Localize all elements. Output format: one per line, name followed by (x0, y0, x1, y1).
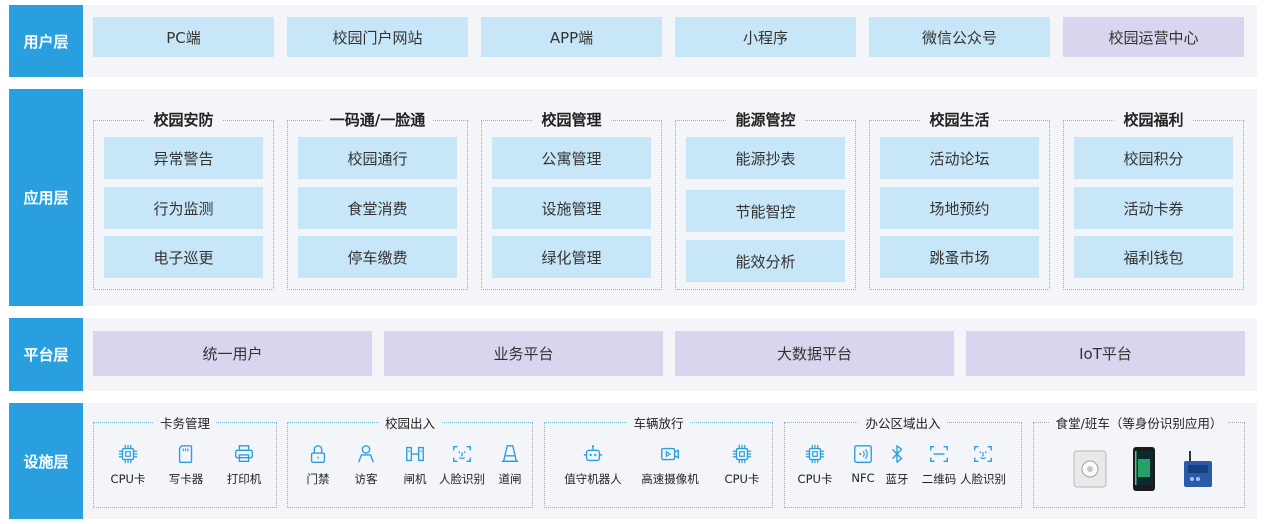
app-group-title-text: 校园生活 (921, 111, 997, 129)
app-item: 福利钱包 (1074, 236, 1233, 278)
printer-icon (212, 443, 276, 465)
device-label: 值守机器人 (561, 471, 625, 487)
device-label: CPU卡 (710, 471, 774, 487)
chip-icon (710, 443, 774, 465)
user-portal: 校园门户网站 (287, 17, 468, 57)
platform-unified-user: 统一用户 (93, 331, 372, 376)
sd-card-icon (154, 443, 218, 465)
app-item: 公寓管理 (492, 137, 651, 179)
app-group-title-text: 校园安防 (145, 111, 221, 129)
infra-group-title: 校园出入 (288, 413, 532, 432)
infra-group-title: 卡务管理 (94, 413, 276, 432)
app-item: 设施管理 (492, 187, 651, 229)
app-group-life: 校园生活活动论坛场地预约跳蚤市场 (869, 120, 1050, 290)
platform-business: 业务平台 (384, 331, 663, 376)
infra-group-title: 食堂/班车（等身份识别应用） (1034, 413, 1244, 432)
user-layer: 用户层 PC端 校园门户网站 APP端 小程序 微信公众号 校园运营中心 (9, 5, 1257, 77)
robot-icon (561, 443, 625, 465)
app-group-title-text: 一码通/一脸通 (322, 111, 433, 129)
app-group-title: 校园生活 (870, 109, 1049, 130)
camera-icon (638, 443, 702, 465)
app-item: 异常警告 (104, 137, 263, 179)
app-group-title: 校园安防 (94, 109, 273, 130)
infra-group-title-text: 食堂/班车（等身份识别应用） (1050, 416, 1229, 431)
app-item: 能源抄表 (686, 137, 845, 179)
app-group-title-text: 校园福利 (1115, 111, 1191, 129)
device: CPU卡 (96, 443, 160, 487)
device: 值守机器人 (561, 443, 625, 487)
app-item: 校园积分 (1074, 137, 1233, 179)
app-group-title: 一码通/一脸通 (288, 109, 467, 130)
infra-group-canteen-shuttle: 食堂/班车（等身份识别应用） (1033, 422, 1245, 508)
platform-layer: 平台层 统一用户 业务平台 大数据平台 IoT平台 (9, 318, 1257, 391)
device: 打印机 (212, 443, 276, 487)
app-group-title: 能源管控 (676, 109, 855, 130)
user-miniprogram: 小程序 (675, 17, 856, 57)
infra-group-title: 办公区域出入 (785, 413, 1021, 432)
app-item: 食堂消费 (298, 187, 457, 229)
user-operation-center: 校园运营中心 (1063, 17, 1244, 57)
device-label: 道闸 (478, 471, 542, 487)
app-item: 跳蚤市场 (880, 236, 1039, 278)
user-pc: PC端 (93, 17, 274, 57)
app-item: 能效分析 (686, 240, 845, 282)
app-group-title: 校园管理 (482, 109, 661, 130)
app-item: 场地预约 (880, 187, 1039, 229)
device: 高速摄像机 (638, 443, 702, 487)
chip-icon (96, 443, 160, 465)
app-group-management: 校园管理公寓管理设施管理绿化管理 (481, 120, 662, 290)
user-wechat-official: 微信公众号 (869, 17, 1050, 57)
device: 道闸 (478, 443, 542, 487)
infra-group-title-text: 办公区域出入 (859, 416, 946, 431)
app-group-security: 校园安防异常警告行为监测电子巡更 (93, 120, 274, 290)
app-layer: 应用层 校园安防异常警告行为监测电子巡更 一码通/一脸通校园通行食堂消费停车缴费 校… (9, 89, 1257, 306)
infra-group-title: 车辆放行 (545, 413, 772, 432)
infra-group-campus-access: 校园出入门禁访客闸机人脸识别道闸 (287, 422, 533, 508)
app-item: 电子巡更 (104, 236, 263, 278)
app-group-one-code: 一码通/一脸通校园通行食堂消费停车缴费 (287, 120, 468, 290)
app-group-title: 校园福利 (1064, 109, 1243, 130)
device-label: CPU卡 (96, 471, 160, 487)
device-label: 写卡器 (154, 471, 218, 487)
user-layer-label: 用户层 (9, 5, 83, 77)
device-label: 高速摄像机 (638, 471, 702, 487)
platform-bigdata: 大数据平台 (675, 331, 954, 376)
device-label: 人脸识别 (951, 471, 1015, 487)
app-group-title-text: 能源管控 (727, 111, 803, 129)
device: CPU卡 (710, 443, 774, 487)
app-group-energy: 能源管控能源抄表节能智控能效分析 (675, 120, 856, 290)
infra-group-title-text: 卡务管理 (154, 416, 216, 431)
app-item: 停车缴费 (298, 236, 457, 278)
user-app: APP端 (481, 17, 662, 57)
infra-group-title-text: 校园出入 (379, 416, 441, 431)
device: 人脸识别 (951, 443, 1015, 487)
face-scan-icon (951, 443, 1015, 465)
infra-group-title-text: 车辆放行 (627, 416, 689, 431)
card-reader-photo (1068, 445, 1112, 493)
app-item: 校园通行 (298, 137, 457, 179)
app-item: 活动卡券 (1074, 187, 1233, 229)
iot-device-photo (1176, 445, 1220, 493)
device: 写卡器 (154, 443, 218, 487)
face-terminal-photo (1122, 445, 1166, 493)
app-item: 行为监测 (104, 187, 263, 229)
app-item: 绿化管理 (492, 236, 651, 278)
app-group-title-text: 校园管理 (533, 111, 609, 129)
platform-iot: IoT平台 (966, 331, 1245, 376)
app-item: 节能智控 (686, 190, 845, 232)
device-label: 打印机 (212, 471, 276, 487)
app-item: 活动论坛 (880, 137, 1039, 179)
app-group-welfare: 校园福利校园积分活动卡券福利钱包 (1063, 120, 1244, 290)
app-layer-label: 应用层 (9, 89, 83, 306)
infra-layer: 设施层 卡务管理CPU卡写卡器打印机校园出入门禁访客闸机人脸识别道闸车辆放行值守… (9, 403, 1257, 519)
infra-layer-label: 设施层 (9, 403, 83, 519)
barrier-icon (478, 443, 542, 465)
platform-layer-label: 平台层 (9, 318, 83, 391)
